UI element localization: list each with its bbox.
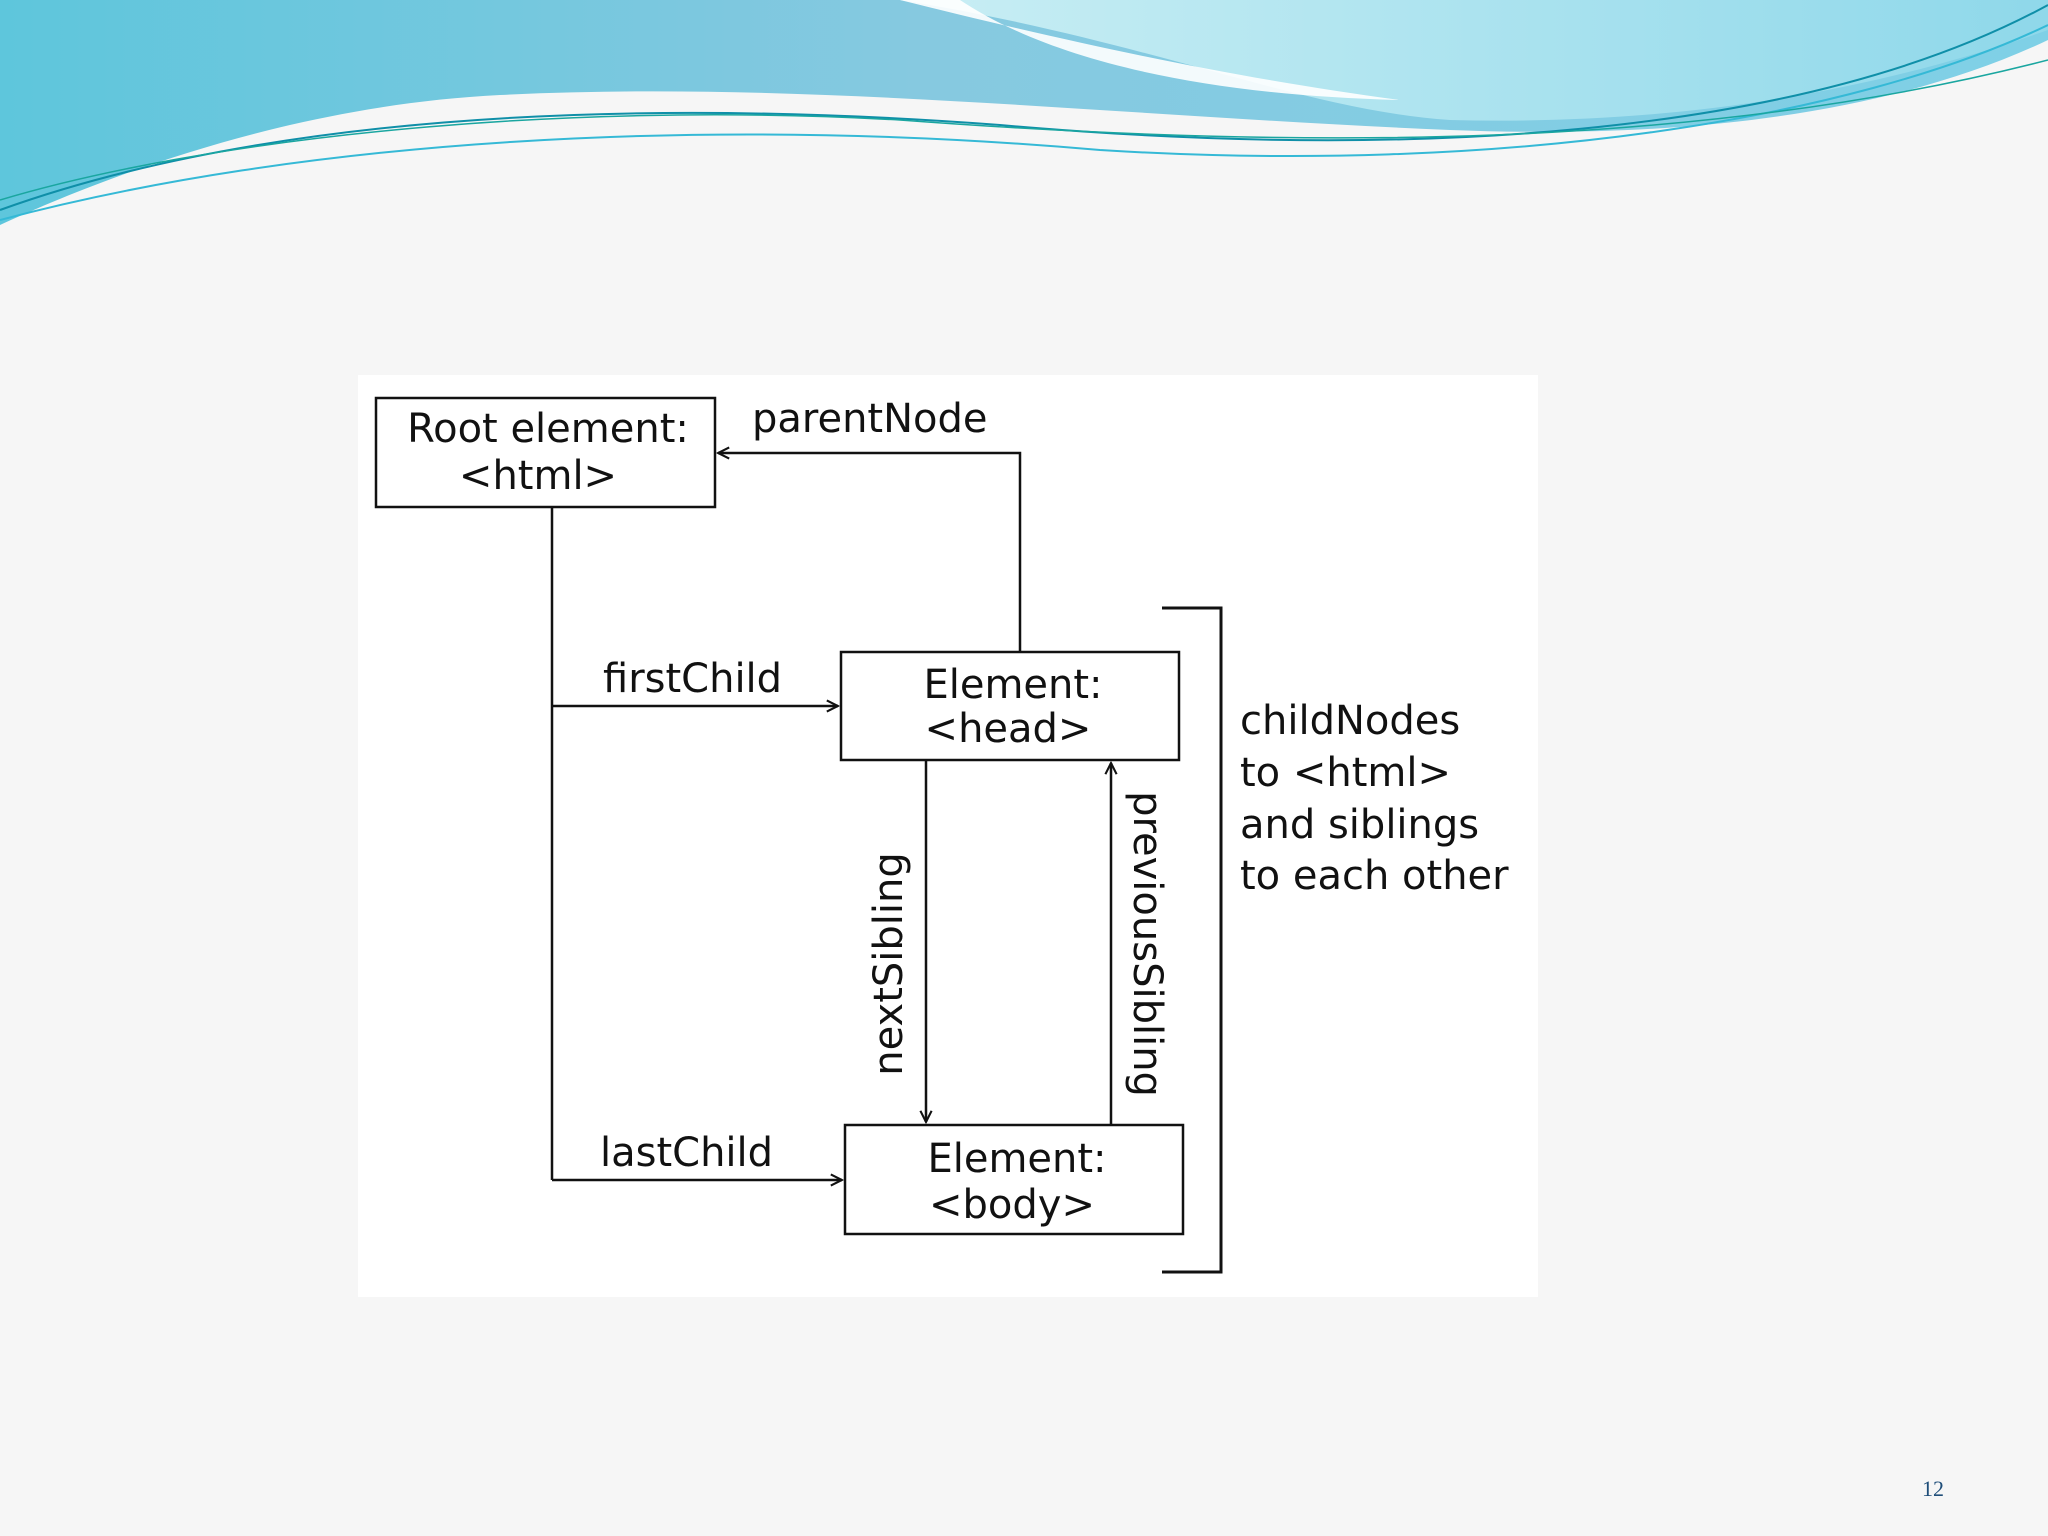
parent-node-arrow <box>718 453 1022 652</box>
last-child-label: lastChild <box>600 1130 773 1176</box>
bracket-note-line2: to <html> <box>1240 750 1451 796</box>
head-node-label-line1: Element: <box>923 662 1102 708</box>
bracket-note-line3: and siblings <box>1240 802 1479 848</box>
root-node-box <box>374 396 717 509</box>
bracket-note-line4: to each other <box>1240 853 1509 899</box>
bracket-note: childNodes to <html> and siblings to eac… <box>1240 698 1509 899</box>
header-wave-decoration <box>0 0 2048 225</box>
body-node-label-line1: Element: <box>927 1136 1106 1182</box>
parent-node-label: parentNode <box>752 396 988 442</box>
head-node-box <box>839 650 1181 762</box>
wave-line-2 <box>0 24 2048 221</box>
root-node-label-line1: Root element: <box>407 406 689 452</box>
head-node: Element: <head> <box>839 650 1181 762</box>
page-number: 12 <box>1922 1476 1944 1501</box>
head-node-label-line2: <head> <box>925 706 1092 752</box>
root-node: Root element: <html> <box>374 396 717 509</box>
body-node-label-line2: <body> <box>929 1182 1095 1228</box>
previous-sibling-label: previousSibling <box>1124 791 1170 1097</box>
wave-line-3 <box>0 59 2048 201</box>
body-node: Element: <body> <box>843 1123 1185 1236</box>
bracket-note-line1: childNodes <box>1240 698 1460 744</box>
body-node-box <box>843 1123 1185 1236</box>
root-node-label-line2: <html> <box>459 453 617 499</box>
child-nodes-bracket <box>1162 606 1223 1274</box>
wave-white-swoosh <box>900 0 1400 100</box>
diagram-panel <box>358 375 1538 1297</box>
wave-highlight <box>900 0 2048 121</box>
wave-line-1 <box>0 4 2048 211</box>
first-child-label: firstChild <box>603 656 782 702</box>
next-sibling-label: nextSibling <box>866 852 912 1075</box>
